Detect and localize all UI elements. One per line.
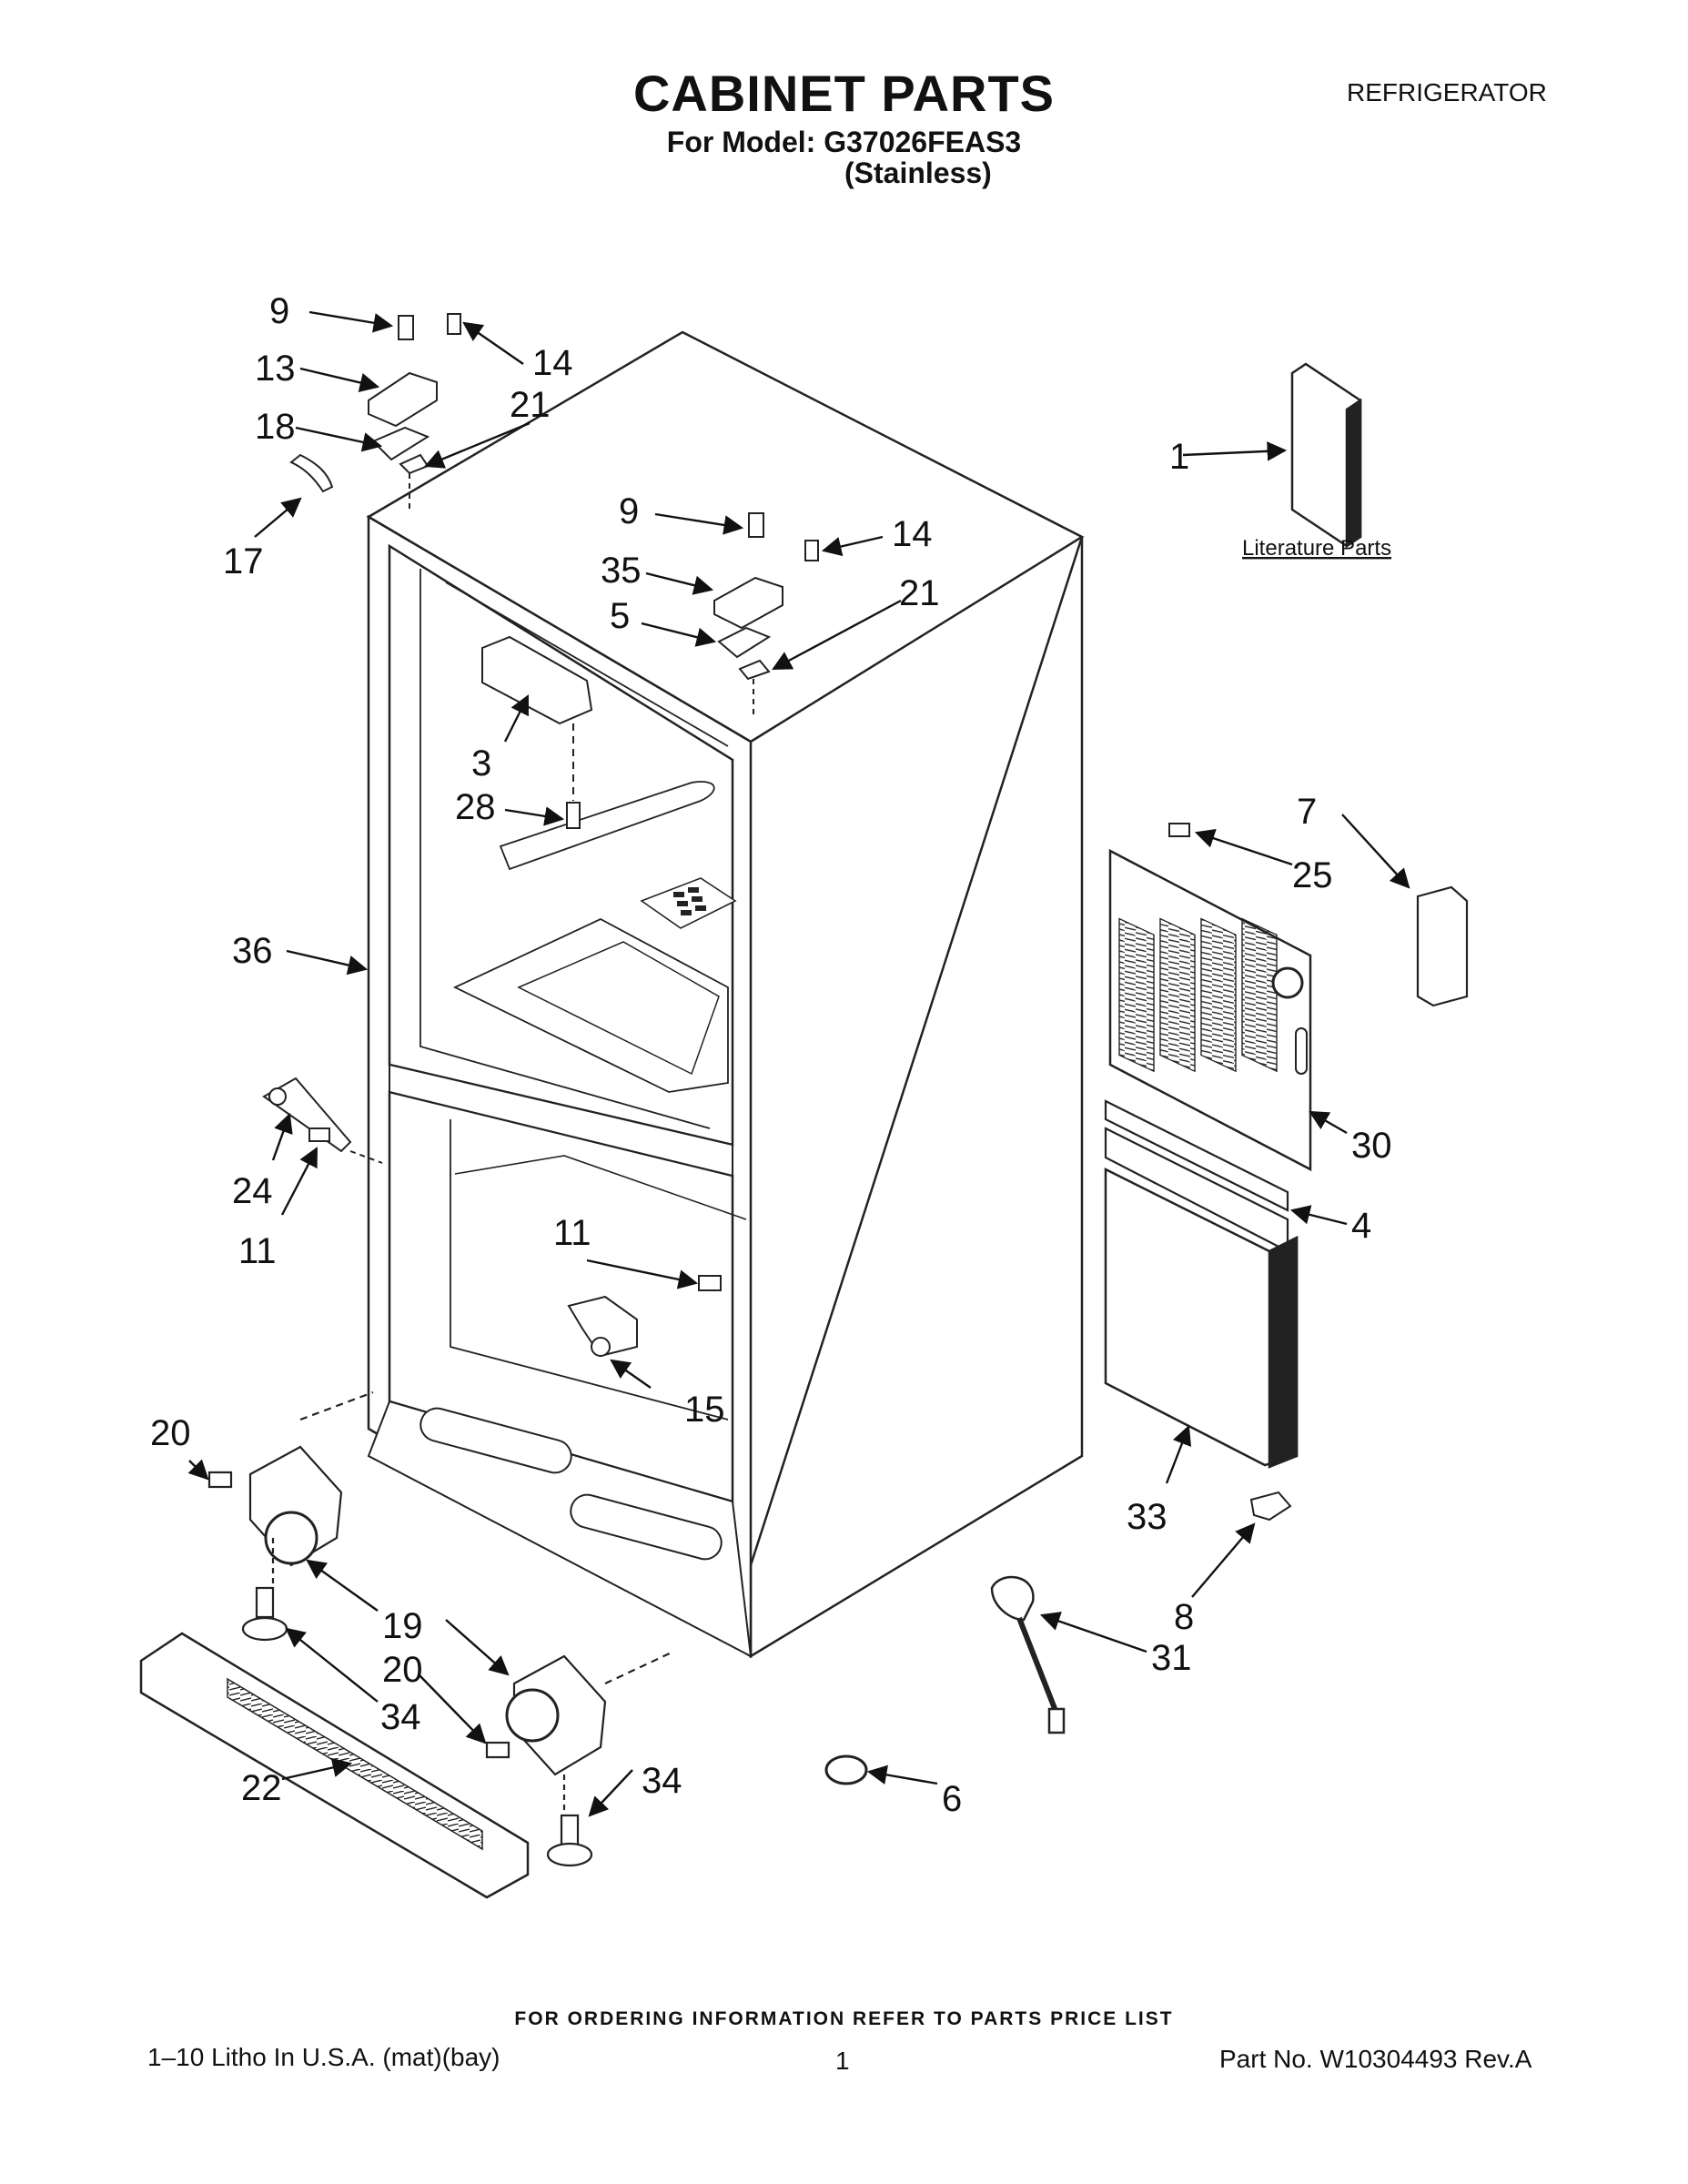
screw-icon <box>447 313 461 335</box>
cover-icon <box>1416 885 1469 1007</box>
hinge-icon <box>371 426 430 461</box>
callout-31: 31 <box>1151 1638 1192 1678</box>
callout-8: 8 <box>1174 1597 1194 1637</box>
top-left-hinge-assembly <box>289 313 461 510</box>
appliance-label: REFRIGERATOR <box>1347 78 1547 106</box>
callout-4: 4 <box>1351 1206 1371 1246</box>
screw-icon <box>748 512 764 538</box>
callout-9-right: 9 <box>619 491 639 531</box>
rear-access-panel <box>1108 848 1312 1172</box>
callout-35: 35 <box>601 551 642 591</box>
callout-25: 25 <box>1292 855 1333 895</box>
hinge-cap-icon <box>368 371 438 428</box>
callout-24: 24 <box>232 1171 273 1211</box>
wrench-icon <box>990 1575 1066 1734</box>
callout-14-right: 14 <box>892 514 933 554</box>
callout-33: 33 <box>1127 1497 1167 1537</box>
model-line: For Model: G37026FEAS3 <box>666 126 1022 158</box>
hinge-icon <box>567 1295 638 1358</box>
literature-booklet <box>1290 362 1362 549</box>
hinge-icon <box>717 626 772 659</box>
leveler-icon <box>255 1586 275 1619</box>
callout-21-right: 21 <box>899 573 940 613</box>
callout-1: 1 <box>1169 437 1189 477</box>
roller-icon <box>505 1688 560 1743</box>
top-right-hinge-assembly <box>713 512 819 719</box>
callout-21: 21 <box>510 385 551 425</box>
callout-30: 30 <box>1351 1126 1392 1166</box>
callout-28: 28 <box>455 787 496 827</box>
callout-20-right: 20 <box>382 1650 423 1690</box>
callout-36: 36 <box>232 931 273 971</box>
leveler-foot-icon <box>241 1616 288 1642</box>
callout-18: 18 <box>255 407 296 447</box>
bracket-icon <box>481 635 593 725</box>
callout-15: 15 <box>684 1390 725 1430</box>
callout-34-right: 34 <box>642 1761 682 1801</box>
callout-9: 9 <box>269 291 289 331</box>
plug-icon <box>824 1754 868 1785</box>
screw-icon <box>308 1127 330 1142</box>
screw-icon <box>566 802 581 829</box>
callout-13: 13 <box>255 349 296 389</box>
callout-6: 6 <box>942 1779 962 1819</box>
screw-icon <box>207 1471 233 1489</box>
shim-icon <box>399 453 430 475</box>
mid-left-hinge-assembly <box>262 1077 383 1164</box>
screw-icon <box>1168 823 1190 837</box>
litho-note: 1–10 Litho In U.S.A. (mat)(bay) <box>147 2043 500 2071</box>
leader-lines <box>187 310 1410 1817</box>
callout-11: 11 <box>238 1231 277 1271</box>
callout-17: 17 <box>223 541 264 581</box>
callout-11-inner: 11 <box>553 1213 591 1253</box>
part-number: Part No. W10304493 Rev.A <box>1219 2045 1532 2073</box>
cabinet-shell <box>366 330 1085 1659</box>
strip-icon <box>1104 1099 1289 1212</box>
bracket-assembly <box>481 635 593 829</box>
callout-14: 14 <box>532 343 573 383</box>
callout-7: 7 <box>1297 792 1317 832</box>
page-title: CABINET PARTS <box>632 65 1056 122</box>
page-number: 1 <box>835 2047 850 2075</box>
leveler-icon <box>560 1814 580 1846</box>
clip-icon <box>1249 1491 1292 1522</box>
callout-19: 19 <box>382 1606 423 1646</box>
callout-5: 5 <box>610 596 630 636</box>
side-panel <box>1104 1167 1299 1469</box>
shim-icon <box>738 659 771 681</box>
callout-labels: 9 13 14 18 21 17 9 35 14 5 21 3 28 36 1 … <box>150 291 1392 1819</box>
roller-icon <box>264 1511 318 1565</box>
callout-3: 3 <box>471 743 491 784</box>
callout-22: 22 <box>241 1768 282 1808</box>
screw-icon <box>698 1275 722 1291</box>
callout-34: 34 <box>380 1697 421 1737</box>
leveler-foot-icon <box>546 1842 593 1867</box>
hinge-cap-icon <box>713 576 783 630</box>
screw-icon <box>398 315 414 340</box>
callout-20: 20 <box>150 1413 191 1453</box>
right-roller-assembly <box>485 1651 674 1815</box>
center-hinge-assembly <box>567 1275 722 1358</box>
ordering-info: FOR ORDERING INFORMATION REFER TO PARTS … <box>514 2008 1174 2029</box>
gasket-icon <box>289 453 334 493</box>
left-roller-assembly <box>207 1390 374 1583</box>
screw-icon <box>485 1741 510 1759</box>
finish-label: (Stainless) <box>844 157 992 189</box>
literature-parts-label: Literature Parts <box>1242 536 1391 561</box>
screw-icon <box>804 540 819 561</box>
base-grille <box>139 1632 530 1899</box>
